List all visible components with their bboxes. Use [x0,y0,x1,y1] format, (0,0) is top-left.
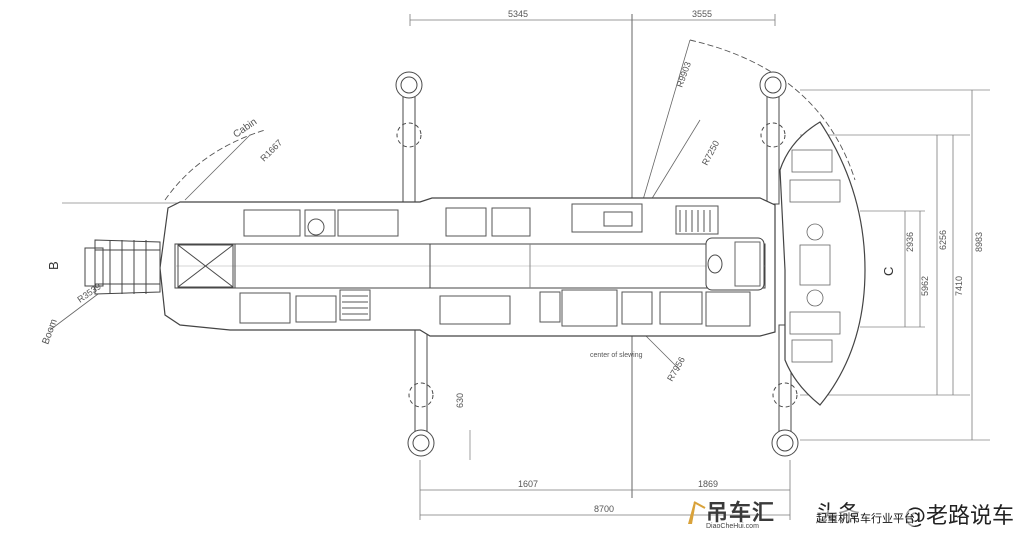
dim-total-span: 8700 [594,504,614,514]
top-dimension-line [409,14,776,26]
label-boom: Boom [40,318,59,346]
outrigger-pads [395,71,799,457]
dim-v-inner: 6256 [938,230,948,250]
counterweight-plate [779,121,866,406]
radius-line-1 [639,39,691,211]
watermark-author: @老路说车 [904,504,1015,529]
cabin-arc [164,129,266,201]
bottom-equipment [239,289,751,327]
dim-v-mid: 5962 [920,276,930,296]
dim-rear-offset: 1869 [698,479,718,489]
top-equipment [243,203,719,237]
label-view-c: C [881,267,896,276]
cabin-line [184,134,251,201]
dim-v-outer: 8983 [974,232,984,252]
dim-outrigger-gap: 630 [455,393,465,408]
watermark: 吊车汇 DiaoCheHui.com 头条 @老路说车 起重机吊车行业平台 [686,492,1018,536]
turntable [705,237,765,291]
dim-v-front: 2936 [905,232,915,252]
label-view-b: B [46,261,61,270]
dim-note: center of slewing [590,352,643,359]
dim-radius-main: R9903 [674,60,692,88]
dim-v-total: 7410 [954,276,964,296]
dim-front-offset: 1607 [518,479,538,489]
watermark-slogan: 起重机吊车行业平台 [816,510,915,526]
watermark-brand: 吊车汇 [706,501,776,526]
dim-top-left: 5345 [508,9,528,19]
radius-line-2 [647,119,701,206]
boom-head [84,239,161,295]
bottom-dimension-lines [419,460,791,520]
boom-body [174,243,766,289]
right-dimension-lines [904,90,973,440]
slewing-arc-main [689,39,856,181]
dim-radius-inner: R7250 [700,139,721,167]
counterweight-details [789,149,841,363]
dim-top-right: 3555 [692,9,712,19]
dim-rear-radius: R7956 [665,355,687,383]
watermark-site: DiaoCheHui.com [706,523,759,530]
crane-logo-icon [688,501,706,524]
radius-line-3 [639,329,681,371]
cab-box [177,244,234,288]
dim-cabin-radius: R1667 [258,138,284,164]
